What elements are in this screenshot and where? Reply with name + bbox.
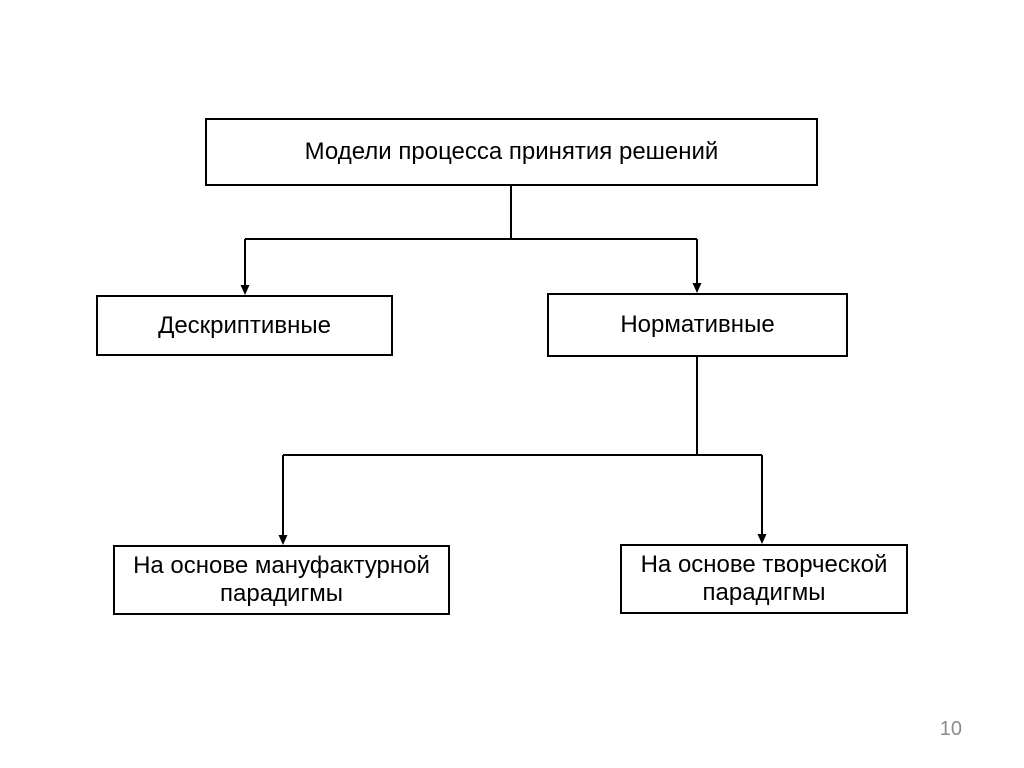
page-number: 10	[939, 718, 962, 740]
node-creative-label: На основе творческой парадигмы	[640, 551, 888, 606]
edge-normative-creative	[757, 455, 767, 544]
node-descriptive-label: Дескриптивные	[158, 311, 331, 339]
arrow-down-icon	[692, 283, 702, 293]
edge-normative-manufacturing	[278, 455, 288, 545]
edge-root-normative	[692, 239, 702, 293]
node-descriptive: Дескриптивные	[96, 295, 393, 356]
edge-normative-split	[283, 357, 762, 456]
edge-root-split	[245, 186, 697, 240]
node-root: Модели процесса принятия решений	[205, 118, 818, 186]
arrow-down-icon	[278, 535, 288, 545]
node-normative-label: Нормативные	[620, 311, 775, 339]
arrow-down-icon	[757, 534, 767, 544]
node-manufacturing: На основе мануфактурной парадигмы	[113, 545, 450, 615]
edge-root-descriptive	[240, 239, 250, 295]
node-manufacturing-label: На основе мануфактурной парадигмы	[133, 552, 430, 607]
node-root-label: Модели процесса принятия решений	[304, 138, 719, 166]
node-creative: На основе творческой парадигмы	[620, 544, 908, 614]
node-normative: Нормативные	[547, 293, 848, 357]
arrow-down-icon	[240, 285, 250, 295]
